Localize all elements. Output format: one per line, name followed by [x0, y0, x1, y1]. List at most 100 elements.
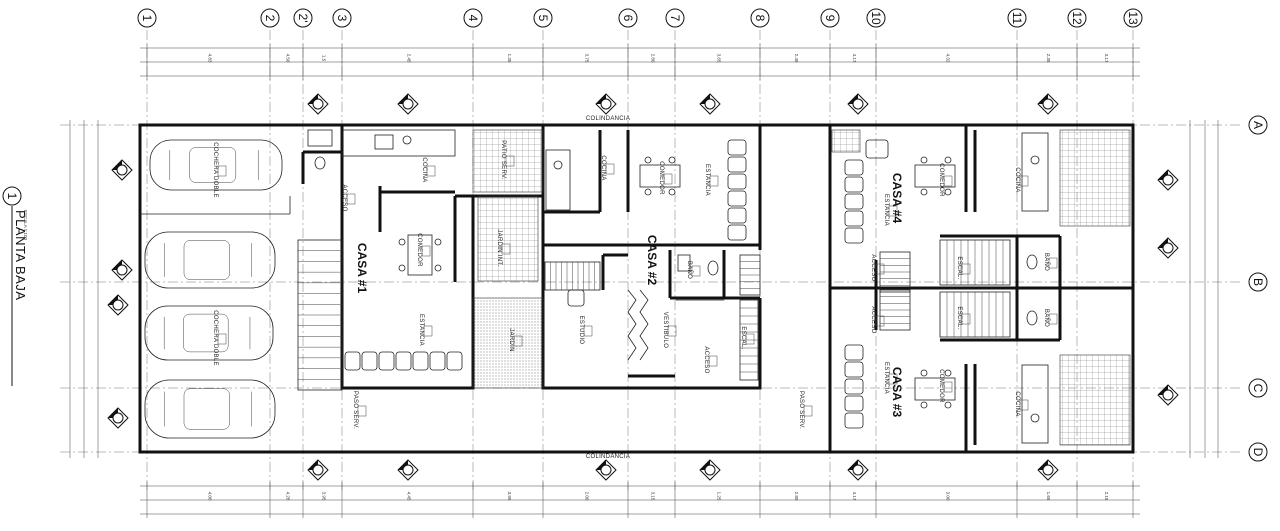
dim-top: 3.17 [1104, 54, 1109, 63]
dim-top: 4.17 [852, 54, 857, 63]
section-tag [595, 93, 617, 115]
grid-label: A [1251, 121, 1265, 129]
grid-bubble-col: 4 [463, 8, 483, 28]
room-label: BAÑO [1043, 253, 1050, 271]
grid-bubble-col: 13 [1123, 8, 1143, 28]
car [144, 305, 274, 361]
section-tag [397, 459, 419, 481]
room-label: ACCESO [341, 184, 347, 211]
dim-bottom: 4.17 [852, 492, 857, 501]
grid-bubble-col: 11 [1007, 8, 1027, 28]
grid-bubble-col: 1 [137, 8, 157, 28]
section-tag [111, 159, 133, 181]
dim-top: 2.45 [794, 54, 799, 63]
room-label: ESTANCIA [883, 194, 889, 226]
grid-label: 10 [869, 11, 883, 25]
section-tag [307, 459, 329, 481]
room-label: ESTANCIA [418, 314, 424, 346]
grid-label: 1 [140, 15, 154, 22]
room-label: COCINA [600, 155, 606, 180]
section-tag [1157, 384, 1179, 406]
dim-bottom: 3.00 [946, 492, 951, 501]
title-scale: ESCALA 1:100 [23, 210, 28, 241]
grid-label: 3 [335, 15, 349, 22]
room-label: COCINA [1014, 391, 1020, 416]
dim-top: 2.80 [651, 54, 656, 63]
room-label: VESTIBULO [662, 312, 668, 348]
room-label: ESCAL. [956, 256, 962, 279]
grid-bubble-col: 9 [820, 8, 840, 28]
title-number: 1 [5, 193, 19, 200]
grid-label: 13 [1126, 11, 1140, 25]
grid-label: 5 [536, 15, 550, 22]
room-label: COMEDOR [658, 161, 664, 195]
title-block: 1 PLANTA BAJA ESCALA 1:100 [2, 186, 28, 386]
room-label: ESTANCIA [704, 164, 710, 196]
room-label: PASO SERV. [798, 391, 804, 429]
dim-top: 1.35 [507, 54, 512, 63]
section-tags [107, 93, 1179, 481]
section-tag [699, 459, 721, 481]
room-label: COMEDOR [416, 233, 422, 267]
dim-bottom: 1.65 [1046, 492, 1051, 501]
furniture [307, 129, 1049, 444]
grid-label: 2' [296, 14, 310, 23]
dim-top: 4.50 [286, 54, 291, 63]
grid-label: 7 [668, 15, 682, 22]
grid-label: 6 [621, 15, 635, 22]
grid-bubble-col: 2' [293, 8, 313, 28]
tiled-areas [472, 129, 1131, 446]
section-tag [1157, 169, 1179, 191]
dim-bottom: 2.80 [794, 492, 799, 501]
room-label: COMEDOR [938, 163, 944, 197]
grid-bubble-col: 5 [533, 8, 553, 28]
section-tag [307, 93, 329, 115]
grid-bubble-col: 10 [866, 8, 886, 28]
grid-bubble-col: 8 [750, 8, 770, 28]
dim-bottom: 4.00 [208, 492, 213, 501]
dim-bottom: 4.45 [407, 492, 412, 501]
car [144, 231, 276, 289]
room-label: ACCESO [870, 306, 876, 333]
section-tag [1037, 93, 1059, 115]
section-tag [699, 93, 721, 115]
dim-bottom: 3.95 [507, 492, 512, 501]
section-tag [111, 259, 133, 281]
room-label: COMEDOR [938, 369, 944, 403]
section-tag [1157, 237, 1179, 259]
grid-bubble-col: 2 [260, 8, 280, 28]
dimension-lines [69, 47, 1219, 515]
grid-label: B [1251, 278, 1265, 286]
grid-label: 9 [823, 15, 837, 22]
grid-label: D [1251, 448, 1265, 457]
room-label: ACCESO [703, 346, 709, 373]
room-label: JARDIN INT. [496, 229, 502, 266]
grid-label: 11 [1010, 12, 1024, 25]
casa-label: CASA #3 [890, 367, 904, 418]
section-tag [107, 294, 129, 316]
section-tag [107, 407, 129, 429]
casa-label: CASA #1 [355, 243, 369, 294]
dim-top: 3.65 [717, 54, 722, 63]
room-label: ESCAL. [740, 326, 746, 349]
dim-top: 4.32 [946, 54, 951, 63]
section-tag [847, 93, 869, 115]
parking-cars [140, 139, 291, 439]
casa-label: CASA #2 [645, 235, 659, 286]
title-name: PLANTA BAJA [13, 210, 28, 301]
room-label: COLINDANCIA [586, 454, 630, 460]
section-tag [397, 93, 419, 115]
room-label: PATIO SERV. [500, 140, 506, 179]
grid-label: 4 [466, 15, 480, 22]
section-tag [847, 459, 869, 481]
stairs [297, 239, 1011, 391]
room-label: ESTUDIO [578, 316, 584, 345]
room-label: ESTANCIA [883, 362, 889, 394]
room-label: JARDIN [508, 328, 514, 351]
dim-bottom: 3.95 [322, 492, 327, 501]
room-label: BAÑO [686, 261, 693, 279]
room-label: ESCAL. [956, 306, 962, 329]
